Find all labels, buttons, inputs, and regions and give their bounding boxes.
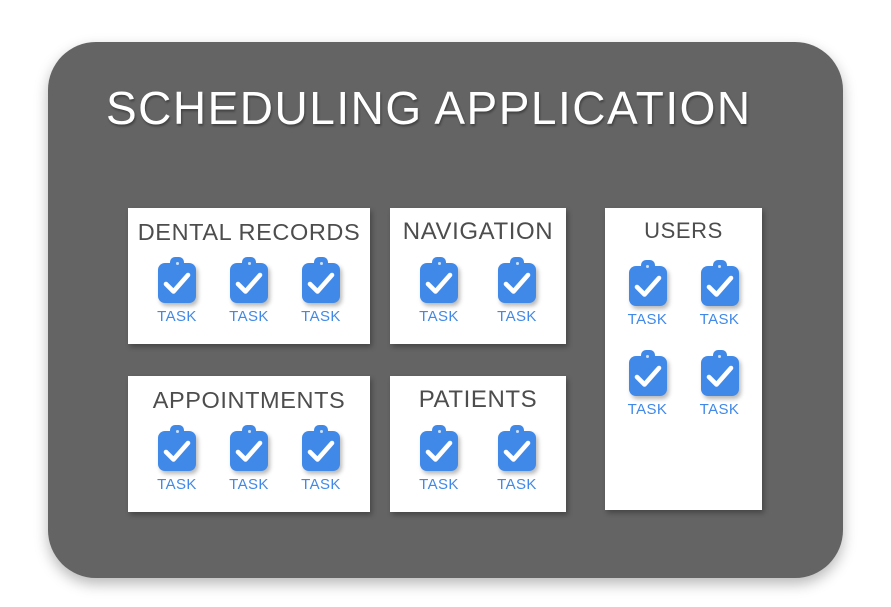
task-item[interactable]: TASK xyxy=(400,257,478,325)
module-card-grid: DENTAL RECORDS TASK xyxy=(128,208,842,512)
clipboard-hole-shape xyxy=(175,262,179,265)
task-label: TASK xyxy=(157,308,197,325)
task-label: TASK xyxy=(229,476,269,493)
checkmark-icon xyxy=(503,272,531,294)
clipboard-check-icon xyxy=(498,425,536,471)
clipboard-hole-shape xyxy=(718,265,721,268)
task-item[interactable]: TASK xyxy=(285,425,357,493)
task-label: TASK xyxy=(419,476,459,493)
card-dental-records[interactable]: DENTAL RECORDS TASK xyxy=(128,208,370,344)
clipboard-check-icon xyxy=(628,260,667,306)
card-appointments[interactable]: APPOINTMENTS TASK xyxy=(128,376,370,512)
card-title-patients: PATIENTS xyxy=(418,386,538,413)
clipboard-check-icon xyxy=(230,257,268,303)
clipboard-check-icon xyxy=(158,425,196,471)
clipboard-check-icon xyxy=(420,425,458,471)
task-item[interactable]: TASK xyxy=(612,260,684,328)
task-item[interactable]: TASK xyxy=(478,425,556,493)
checkmark-icon xyxy=(163,440,191,462)
clipboard-check-icon xyxy=(420,257,458,303)
task-label: TASK xyxy=(497,476,537,493)
task-item[interactable]: TASK xyxy=(684,260,756,328)
task-item[interactable]: TASK xyxy=(285,257,357,325)
checkmark-icon xyxy=(706,365,733,387)
page-title: SCHEDULING APPLICATION xyxy=(106,82,752,134)
task-item[interactable]: TASK xyxy=(213,425,285,493)
card-title-appointments: APPOINTMENTS xyxy=(152,387,346,413)
card-navigation[interactable]: NAVIGATION TASK xyxy=(390,208,566,344)
checkmark-icon xyxy=(163,272,191,294)
task-item[interactable]: TASK xyxy=(141,257,213,325)
card-title-navigation: NAVIGATION xyxy=(402,218,554,245)
clipboard-hole-shape xyxy=(247,262,251,265)
task-label: TASK xyxy=(699,401,740,418)
task-item[interactable]: TASK xyxy=(400,425,478,493)
task-label: TASK xyxy=(497,308,537,325)
task-list-patients: TASK TASK xyxy=(390,425,566,493)
clipboard-hole-shape xyxy=(515,262,519,265)
card-title-users: USERS xyxy=(644,218,723,243)
clipboard-hole-shape xyxy=(646,265,649,268)
task-item[interactable]: TASK xyxy=(141,425,213,493)
task-item[interactable]: TASK xyxy=(478,257,556,325)
checkmark-icon xyxy=(425,440,453,462)
task-item[interactable]: TASK xyxy=(684,350,756,418)
clipboard-hole-shape xyxy=(319,430,323,433)
clipboard-hole-shape xyxy=(515,430,519,433)
card-patients[interactable]: PATIENTS TASK xyxy=(390,376,566,512)
clipboard-hole-shape xyxy=(175,430,179,433)
clipboard-hole-shape xyxy=(247,430,251,433)
task-item[interactable]: TASK xyxy=(612,350,684,418)
clipboard-check-icon xyxy=(498,257,536,303)
task-label: TASK xyxy=(157,476,197,493)
application-panel: SCHEDULING APPLICATION DENTAL RECORDS xyxy=(48,42,843,578)
task-label: TASK xyxy=(419,308,459,325)
clipboard-check-icon xyxy=(628,350,667,396)
clipboard-check-icon xyxy=(302,425,340,471)
clipboard-hole-shape xyxy=(646,355,649,358)
clipboard-check-icon xyxy=(158,257,196,303)
clipboard-check-icon xyxy=(230,425,268,471)
checkmark-icon xyxy=(235,440,263,462)
checkmark-icon xyxy=(307,272,335,294)
clipboard-hole-shape xyxy=(437,262,441,265)
clipboard-hole-shape xyxy=(718,355,721,358)
task-list-dental-records: TASK TASK xyxy=(128,257,370,325)
checkmark-icon xyxy=(634,365,661,387)
card-users[interactable]: USERS TASK xyxy=(605,208,762,510)
clipboard-hole-shape xyxy=(437,430,441,433)
clipboard-check-icon xyxy=(700,350,739,396)
task-label: TASK xyxy=(627,401,668,418)
task-item[interactable]: TASK xyxy=(213,257,285,325)
task-list-users: TASK TASK xyxy=(605,260,762,418)
checkmark-icon xyxy=(235,272,263,294)
card-title-dental-records: DENTAL RECORDS xyxy=(137,219,361,245)
clipboard-check-icon xyxy=(302,257,340,303)
task-label: TASK xyxy=(229,308,269,325)
task-label: TASK xyxy=(301,476,341,493)
checkmark-icon xyxy=(706,275,733,297)
checkmark-icon xyxy=(503,440,531,462)
task-label: TASK xyxy=(699,311,740,328)
task-list-appointments: TASK TASK xyxy=(128,425,370,493)
clipboard-check-icon xyxy=(700,260,739,306)
task-label: TASK xyxy=(301,308,341,325)
task-list-navigation: TASK TASK xyxy=(390,257,566,325)
task-label: TASK xyxy=(627,311,668,328)
checkmark-icon xyxy=(425,272,453,294)
checkmark-icon xyxy=(307,440,335,462)
checkmark-icon xyxy=(634,275,661,297)
clipboard-hole-shape xyxy=(319,262,323,265)
